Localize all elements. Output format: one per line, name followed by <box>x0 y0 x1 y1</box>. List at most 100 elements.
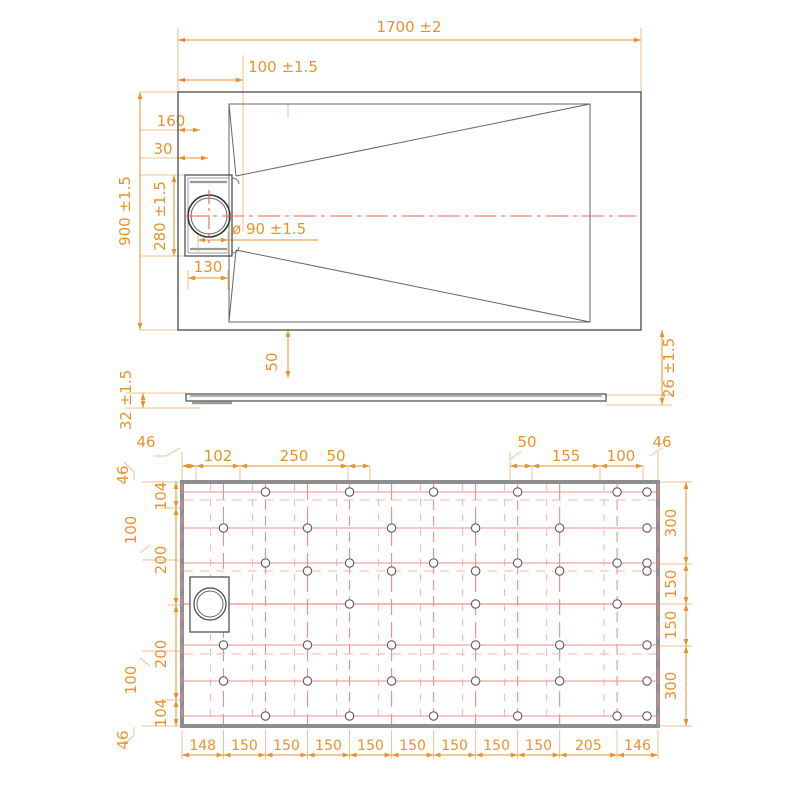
dim-160-label: 160 <box>157 112 186 130</box>
dim-bottom-segment-label: 150 <box>399 738 426 754</box>
dim-top-100-label: 100 <box>607 447 636 465</box>
dim-overall-width: 1700 ±2 <box>178 18 641 43</box>
dim-overall-height-label: 900 ±1.5 <box>116 176 134 246</box>
dim-right-150-top-label: 150 <box>662 570 680 599</box>
support-pad <box>344 487 355 497</box>
dim-top-chain-right: 50 155 100 46 <box>510 433 672 469</box>
plan-view-group: 1700 ±2 100 ±1.5 900 ±1.5 160 30 280 ±1.… <box>116 18 642 378</box>
dim-bottom-segment-label: 205 <box>575 738 602 754</box>
support-pad <box>386 640 397 650</box>
support-pad <box>512 487 523 497</box>
dim-left-chain-inner: 104 200 200 104 <box>152 482 179 728</box>
support-pad <box>428 558 439 568</box>
dim-bottom-segment-label: 150 <box>441 738 468 754</box>
support-pad <box>428 711 439 721</box>
dim-left-100-top-label: 100 <box>122 516 140 545</box>
dim-30-label: 30 <box>153 140 172 158</box>
dim-left-46-top-label: 46 <box>114 465 132 484</box>
dim-drain-diameter: ø 90 ±1.5 <box>198 220 318 243</box>
dim-top-46-right-label: 46 <box>652 433 671 451</box>
dim-left-200-bot-label: 200 <box>152 640 170 669</box>
dim-left-104-bot-label: 104 <box>152 699 170 728</box>
dim-bottom-segment-label: 150 <box>525 738 552 754</box>
dim-130: 130 <box>188 258 228 281</box>
support-pad <box>260 487 271 497</box>
support-pad <box>642 487 652 497</box>
dim-thickness-left-label: 32 ±1.5 <box>117 370 135 430</box>
support-pad <box>344 711 355 721</box>
dim-thickness-right-label: 26 ±1.5 <box>660 338 678 398</box>
dim-thickness-right: 26 ±1.5 <box>659 330 678 405</box>
dim-right-150-bot-label: 150 <box>662 611 680 640</box>
tray-section-body <box>185 393 607 405</box>
support-pad <box>470 523 481 533</box>
dim-left-100-bot-label: 100 <box>122 666 140 695</box>
dim-30: 30 <box>153 140 208 161</box>
support-grid <box>181 484 659 724</box>
dim-channel-offset-label: 100 ±1.5 <box>248 58 318 76</box>
support-pad <box>428 487 439 497</box>
support-pad <box>554 566 565 576</box>
dim-bottom-segment-label: 146 <box>624 738 651 754</box>
tray-slope-field <box>228 103 591 323</box>
underside-view-group: 46 102 250 50 50 155 100 46 <box>114 433 692 759</box>
dim-thickness-left: 32 ±1.5 <box>117 370 146 430</box>
support-pad <box>344 599 355 609</box>
dim-left-200-top-label: 200 <box>152 546 170 575</box>
support-pad <box>386 676 397 686</box>
support-pad <box>554 523 565 533</box>
support-pad <box>642 711 652 721</box>
support-pad <box>218 676 229 686</box>
support-pad <box>260 711 271 721</box>
dim-bottom-segment-label: 150 <box>357 738 384 754</box>
tray-outline <box>177 91 642 331</box>
support-pad <box>642 640 652 650</box>
dim-left-104-top-label: 104 <box>152 482 170 511</box>
support-pad <box>612 558 622 568</box>
support-pad <box>612 711 622 721</box>
support-pad <box>260 558 271 568</box>
underside-drain <box>189 576 230 633</box>
dim-overall-height: 900 ±1.5 <box>116 92 143 330</box>
dim-50-plan-label: 50 <box>263 352 281 371</box>
dim-50-plan: 50 <box>263 330 291 378</box>
dim-top-155-label: 155 <box>552 447 581 465</box>
dim-130-label: 130 <box>194 258 223 276</box>
support-pad <box>302 566 313 576</box>
support-pad <box>642 558 652 568</box>
support-pad <box>512 711 523 721</box>
dim-left-46-bot-label: 46 <box>114 730 132 749</box>
support-pads <box>218 487 652 721</box>
support-pad <box>302 676 313 686</box>
support-pad <box>302 640 313 650</box>
dim-top-chain-left: 46 102 250 50 <box>136 433 370 469</box>
support-pad <box>642 676 652 686</box>
support-pad <box>612 487 622 497</box>
support-pad <box>302 523 313 533</box>
dim-overall-width-label: 1700 ±2 <box>376 18 441 36</box>
dim-bottom-segment-label: 148 <box>189 738 216 754</box>
dim-top-50-right-label: 50 <box>517 433 536 451</box>
support-pad <box>470 566 481 576</box>
support-pad <box>642 523 652 533</box>
dim-left-chain-outer: 46 100 100 46 <box>114 465 140 749</box>
dim-top-250-label: 250 <box>280 447 309 465</box>
dim-bottom-segment-label: 150 <box>231 738 258 754</box>
support-pad <box>554 676 565 686</box>
support-pad <box>386 523 397 533</box>
support-pad <box>470 676 481 686</box>
dim-right-300-top-label: 300 <box>662 509 680 538</box>
plan-centerlines <box>186 190 636 243</box>
dim-right-chain: 300 150 150 300 <box>662 482 689 726</box>
dim-bottom-segment-label: 150 <box>483 738 510 754</box>
dim-top-46-left-label: 46 <box>136 433 155 451</box>
support-pad <box>554 640 565 650</box>
support-pad <box>344 558 355 568</box>
support-pad <box>470 599 481 609</box>
support-pad <box>386 566 397 576</box>
dim-280-label: 280 ±1.5 <box>151 181 169 251</box>
dim-right-300-bot-label: 300 <box>662 672 680 701</box>
